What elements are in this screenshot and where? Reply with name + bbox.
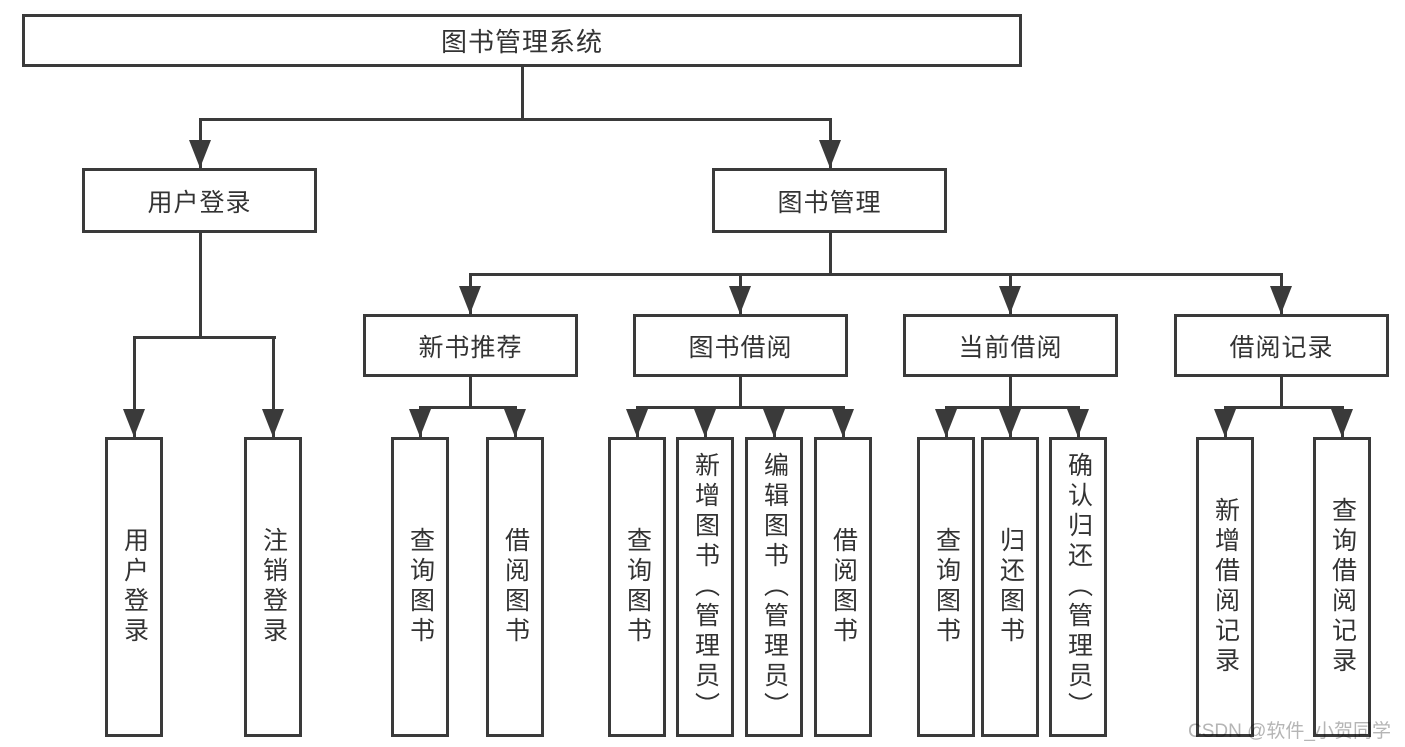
connector-arrowhead xyxy=(189,140,211,168)
leaf-edit-books-admin-label: 编辑图书（管理员） xyxy=(760,452,789,722)
leaf-query-books-1-label: 查询图书 xyxy=(406,527,435,647)
connector-arrowhead xyxy=(123,409,145,437)
connector-vline xyxy=(829,233,832,275)
node-borrowing-records-label: 借阅记录 xyxy=(1229,333,1334,362)
connector-arrowhead xyxy=(1331,409,1353,437)
node-current-borrowing: 当前借阅 xyxy=(903,314,1118,377)
connector-arrowhead xyxy=(935,409,957,437)
connector-arrowhead xyxy=(729,286,751,314)
node-user-login: 用户登录 xyxy=(82,168,317,233)
connector-vline xyxy=(1280,377,1283,408)
leaf-borrow-books-2: 借阅图书 xyxy=(814,437,872,737)
leaf-logout: 注销登录 xyxy=(244,437,302,737)
leaf-query-borrow-record: 查询借阅记录 xyxy=(1313,437,1371,737)
leaf-query-books-2-label: 查询图书 xyxy=(623,527,652,647)
leaf-user-login: 用户登录 xyxy=(105,437,163,737)
node-root: 图书管理系统 xyxy=(22,14,1022,67)
connector-arrowhead xyxy=(409,409,431,437)
leaf-borrow-books-2-label: 借阅图书 xyxy=(829,527,858,647)
connector-arrowhead xyxy=(1270,286,1292,314)
leaf-borrow-books-1: 借阅图书 xyxy=(486,437,544,737)
connector-vline xyxy=(199,233,202,338)
node-book-management: 图书管理 xyxy=(712,168,947,233)
connector-vline xyxy=(272,336,275,437)
connector-vline xyxy=(739,377,742,408)
connector-arrowhead xyxy=(832,409,854,437)
leaf-borrow-books-1-label: 借阅图书 xyxy=(501,527,530,647)
leaf-edit-books-admin: 编辑图书（管理员） xyxy=(745,437,803,737)
connector-hline xyxy=(636,406,845,409)
connector-hline xyxy=(199,118,832,121)
leaf-return-books-label: 归还图书 xyxy=(996,527,1025,647)
node-book-management-label: 图书管理 xyxy=(777,188,882,217)
connector-arrowhead xyxy=(1067,409,1089,437)
node-book-borrowing: 图书借阅 xyxy=(633,314,848,377)
connector-arrowhead xyxy=(694,409,716,437)
connector-vline xyxy=(1009,377,1012,408)
node-user-login-label: 用户登录 xyxy=(147,188,252,217)
leaf-query-books-3-label: 查询图书 xyxy=(932,527,961,647)
connector-arrowhead xyxy=(459,286,481,314)
leaf-query-books-1: 查询图书 xyxy=(391,437,449,737)
leaf-confirm-return-admin: 确认归还（管理员） xyxy=(1049,437,1107,737)
connector-vline xyxy=(469,377,472,408)
node-new-book-recommend: 新书推荐 xyxy=(363,314,578,377)
connector-hline xyxy=(419,406,517,409)
leaf-add-borrow-record-label: 新增借阅记录 xyxy=(1211,497,1240,677)
connector-hline xyxy=(469,273,1283,276)
connector-hline xyxy=(945,406,1080,409)
connector-vline xyxy=(133,336,136,437)
connector-arrowhead xyxy=(763,409,785,437)
leaf-query-books-3: 查询图书 xyxy=(917,437,975,737)
leaf-add-borrow-record: 新增借阅记录 xyxy=(1196,437,1254,737)
connector-arrowhead xyxy=(819,140,841,168)
leaf-add-books-admin-label: 新增图书（管理员） xyxy=(691,452,720,722)
connector-hline xyxy=(1224,406,1344,409)
node-borrowing-records: 借阅记录 xyxy=(1174,314,1389,377)
node-book-borrowing-label: 图书借阅 xyxy=(688,333,793,362)
connector-hline xyxy=(133,336,276,339)
connector-arrowhead xyxy=(626,409,648,437)
connector-arrowhead xyxy=(262,409,284,437)
node-root-label: 图书管理系统 xyxy=(440,27,603,57)
leaf-logout-label: 注销登录 xyxy=(259,527,288,647)
watermark-text: CSDN @软件_小贺同学 xyxy=(1188,721,1391,742)
leaf-query-books-2: 查询图书 xyxy=(608,437,666,737)
connector-vline xyxy=(521,67,524,120)
leaf-confirm-return-admin-label: 确认归还（管理员） xyxy=(1064,452,1093,722)
leaf-query-borrow-record-label: 查询借阅记录 xyxy=(1328,497,1357,677)
node-new-book-recommend-label: 新书推荐 xyxy=(418,333,523,362)
connector-arrowhead xyxy=(999,286,1021,314)
connector-arrowhead xyxy=(504,409,526,437)
leaf-user-login-label: 用户登录 xyxy=(120,527,149,647)
connector-arrowhead xyxy=(999,409,1021,437)
leaf-return-books: 归还图书 xyxy=(981,437,1039,737)
leaf-add-books-admin: 新增图书（管理员） xyxy=(676,437,734,737)
connector-arrowhead xyxy=(1214,409,1236,437)
node-current-borrowing-label: 当前借阅 xyxy=(958,333,1063,362)
